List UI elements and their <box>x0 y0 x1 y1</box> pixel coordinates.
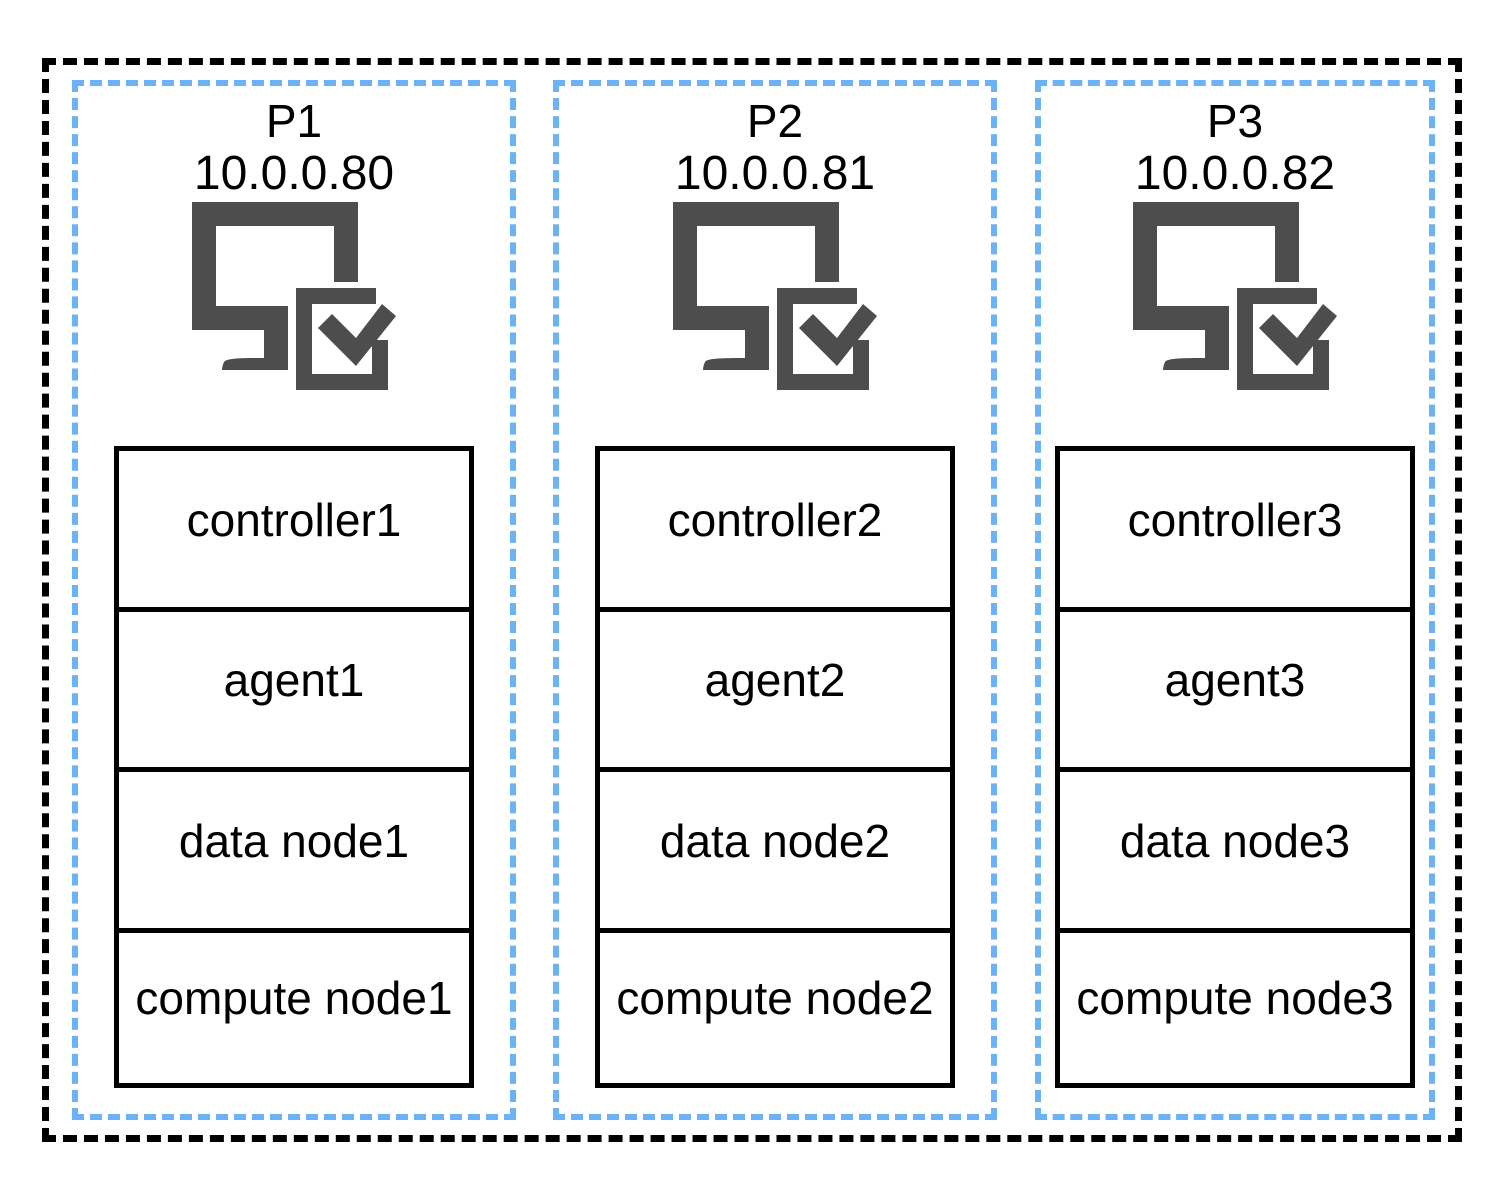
service-label: data node2 <box>659 814 891 867</box>
service-row[interactable]: data node3 <box>1060 772 1410 933</box>
monitor-check-icon <box>186 198 402 390</box>
monitor-check-icon <box>1127 198 1343 390</box>
node-group-p2[interactable]: P2 10.0.0.81 controller2 agent2 d <box>553 80 997 1120</box>
service-stack-p3: controller3 agent3 data node3 compute no… <box>1055 446 1415 1088</box>
node-group-p1[interactable]: P1 10.0.0.80 controller1 agent1 d <box>72 80 516 1120</box>
service-label: controller3 <box>1127 493 1343 546</box>
service-row[interactable]: controller1 <box>119 451 469 612</box>
node-name-p3: P3 <box>1206 95 1264 147</box>
service-stack-p1: controller1 agent1 data node1 compute no… <box>114 446 474 1088</box>
cluster-boundary <box>42 58 1462 1142</box>
node-name-p1: P1 <box>265 95 323 147</box>
monitor-check-icon <box>667 198 883 390</box>
node-group-p3[interactable]: P3 10.0.0.82 controller3 agent3 d <box>1035 80 1435 1120</box>
service-row[interactable]: compute node1 <box>119 933 469 1094</box>
service-row[interactable]: agent1 <box>119 612 469 772</box>
node-name-p2: P2 <box>746 95 804 147</box>
service-row[interactable]: data node1 <box>119 772 469 933</box>
service-row[interactable]: agent2 <box>600 612 950 772</box>
service-row[interactable]: controller3 <box>1060 451 1410 612</box>
service-label: compute node2 <box>616 971 934 1024</box>
service-label: compute node3 <box>1076 971 1394 1024</box>
service-label: agent1 <box>223 654 365 707</box>
service-row[interactable]: controller2 <box>600 451 950 612</box>
service-label: data node1 <box>178 814 410 867</box>
service-label: agent3 <box>1164 654 1306 707</box>
service-label: data node3 <box>1119 814 1351 867</box>
service-row[interactable]: compute node3 <box>1060 933 1410 1094</box>
service-label: controller1 <box>186 493 402 546</box>
node-ip-p2: 10.0.0.81 <box>674 147 876 200</box>
service-label: controller2 <box>667 493 883 546</box>
service-label: compute node1 <box>135 971 453 1024</box>
node-ip-p3: 10.0.0.82 <box>1134 147 1336 200</box>
service-row[interactable]: agent3 <box>1060 612 1410 772</box>
node-ip-p1: 10.0.0.80 <box>193 147 395 200</box>
service-row[interactable]: data node2 <box>600 772 950 933</box>
service-stack-p2: controller2 agent2 data node2 compute no… <box>595 446 955 1088</box>
service-label: agent2 <box>704 654 846 707</box>
service-row[interactable]: compute node2 <box>600 933 950 1094</box>
